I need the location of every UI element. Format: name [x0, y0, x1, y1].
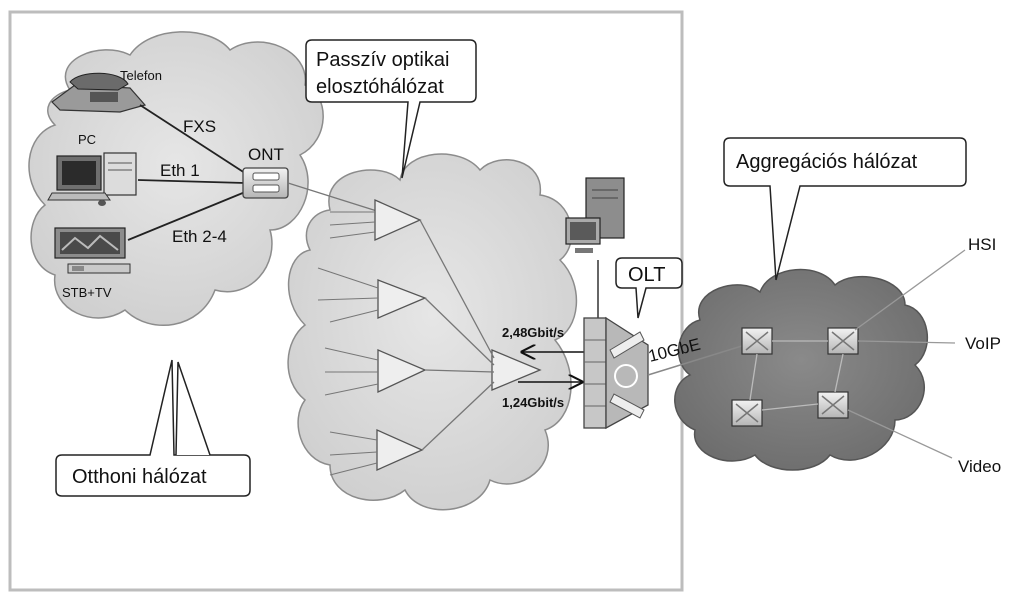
label-pon-line2: elosztóhálózat [316, 76, 444, 98]
aggregation-cloud [674, 268, 929, 471]
label-fxs: FXS [183, 117, 216, 136]
callout-home: Otthoni hálózat [55, 359, 251, 497]
tv-icon [54, 227, 126, 259]
label-eth1: Eth 1 [160, 161, 200, 180]
label-ont: ONT [248, 145, 284, 164]
label-home-network: Otthoni hálózat [72, 466, 207, 488]
olt-device [583, 316, 649, 430]
label-pon-line1: Passzív optikai [316, 49, 449, 71]
label-downstream: 2,48Gbit/s [502, 325, 564, 340]
ont-device [242, 167, 289, 199]
splitter-main [491, 349, 542, 391]
callout-pon: Passzív optikai elosztóhálózat [305, 39, 477, 179]
label-voip: VoIP [965, 334, 1001, 353]
pon-cloud [287, 153, 578, 511]
switch-1 [741, 327, 773, 355]
switch-3 [731, 399, 763, 427]
label-telefon: Telefon [120, 68, 162, 83]
switch-2 [827, 327, 859, 355]
splitter-4 [329, 428, 424, 476]
callout-olt: OLT [615, 257, 683, 319]
label-aggregation: Aggregációs hálózat [736, 151, 918, 173]
label-eth24: Eth 2-4 [172, 227, 227, 246]
splitter-3 [324, 347, 427, 396]
label-hsi: HSI [968, 235, 996, 254]
label-olt: OLT [628, 264, 665, 286]
splitter-1 [329, 198, 422, 242]
server-icon [565, 177, 625, 253]
switch-4 [817, 391, 849, 419]
label-upstream: 1,24Gbit/s [502, 395, 564, 410]
label-stbtv: STB+TV [62, 285, 112, 300]
callout-aggregation: Aggregációs hálózat [723, 137, 967, 281]
pc-icon [47, 152, 137, 206]
stb-icon [67, 263, 131, 274]
label-pc: PC [78, 132, 96, 147]
label-video: Video [958, 457, 1001, 476]
outer-frame [8, 10, 684, 592]
splitter-2 [317, 267, 427, 323]
telephone-icon [51, 72, 147, 113]
